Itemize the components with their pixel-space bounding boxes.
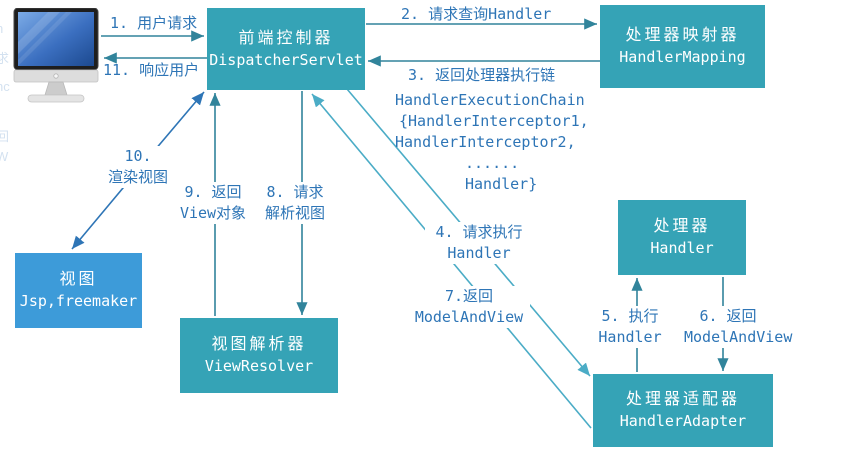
client-computer-icon — [13, 8, 99, 103]
handler-box: 处理器 Handler — [618, 200, 746, 275]
label-step3: 3. 返回处理器执行链 — [408, 66, 556, 84]
label-step8: 8. 请求 解析视图 — [253, 182, 337, 224]
ghost-text: 回 — [0, 129, 10, 144]
label-step11: 11. 响应用户 — [103, 61, 200, 79]
label-step6-line2: ModelAndView — [684, 328, 793, 346]
label-step10-text: 渲染视图 — [107, 168, 168, 186]
view-box: 视图 Jsp,freemaker — [15, 253, 142, 328]
label-step4-line1: 4. 请求执行 — [435, 223, 523, 241]
label-step5-line1: 5. 执行 — [601, 307, 659, 325]
label-step6: 6. 返回 ModelAndView — [684, 306, 793, 348]
handler-mapping-subtitle: HandlerMapping — [619, 48, 746, 67]
chain-line-1: HandlerExecutionChain — [395, 91, 585, 109]
view-subtitle: Jsp,freemaker — [19, 292, 138, 311]
label-step7-line1: 7.返回 — [444, 287, 494, 305]
label-step5: 5. 执行 Handler — [598, 306, 662, 348]
handler-mapping-title: 处理器映射器 — [625, 27, 740, 45]
view-resolver-title: 视图解析器 — [211, 336, 307, 354]
label-step5-line2: Handler — [598, 328, 662, 346]
ghost-text: nc — [0, 79, 10, 94]
label-step6-line1: 6. 返回 — [699, 307, 757, 325]
label-handler-execution-chain: HandlerExecutionChain {HandlerIntercepto… — [395, 90, 589, 195]
ghost-text: 求 — [0, 51, 10, 66]
label-step8-line1: 8. 请求 — [266, 183, 324, 201]
label-step7-line2: ModelAndView — [414, 308, 524, 326]
handler-subtitle: Handler — [650, 239, 714, 258]
view-resolver-subtitle: ViewResolver — [204, 357, 314, 376]
chain-line-4: ...... — [465, 154, 520, 172]
label-step7: 7.返回 ModelAndView — [408, 286, 530, 328]
label-step10-number: 10. — [124, 147, 152, 165]
dispatcher-servlet-title: 前端控制器 — [238, 29, 334, 47]
view-title: 视图 — [59, 271, 98, 289]
handler-title: 处理器 — [653, 218, 711, 236]
label-step10: 10. 渲染视图 — [100, 146, 176, 188]
handler-adapter-box: 处理器适配器 HandlerAdapter — [593, 374, 773, 447]
label-step9-line1: 9. 返回 — [184, 183, 242, 201]
chain-line-2: {HandlerInterceptor1, — [399, 112, 589, 130]
label-step9-line2: View对象 — [179, 204, 247, 222]
chain-line-5: Handler} — [465, 175, 538, 193]
label-step9: 9. 返回 View对象 — [172, 182, 254, 224]
chain-line-3: HandlerInterceptor2, — [395, 133, 576, 151]
dispatcher-servlet-subtitle: DispatcherServlet — [209, 50, 363, 69]
label-step4-line2: Handler — [447, 244, 511, 262]
handler-adapter-title: 处理器适配器 — [625, 391, 740, 409]
label-step4: 4. 请求执行 Handler — [425, 222, 533, 264]
label-step1: 1. 用户请求 — [110, 14, 198, 32]
label-step8-line2: 解析视图 — [264, 204, 325, 222]
handler-adapter-subtitle: HandlerAdapter — [619, 412, 747, 431]
view-resolver-box: 视图解析器 ViewResolver — [180, 318, 338, 393]
dispatcher-servlet-box: 前端控制器 DispatcherServlet — [207, 8, 365, 90]
label-step2: 2. 请求查询Handler — [401, 5, 552, 23]
handler-mapping-box: 处理器映射器 HandlerMapping — [600, 5, 765, 88]
ghost-text: W — [0, 149, 9, 164]
ghost-text: n — [0, 22, 3, 35]
